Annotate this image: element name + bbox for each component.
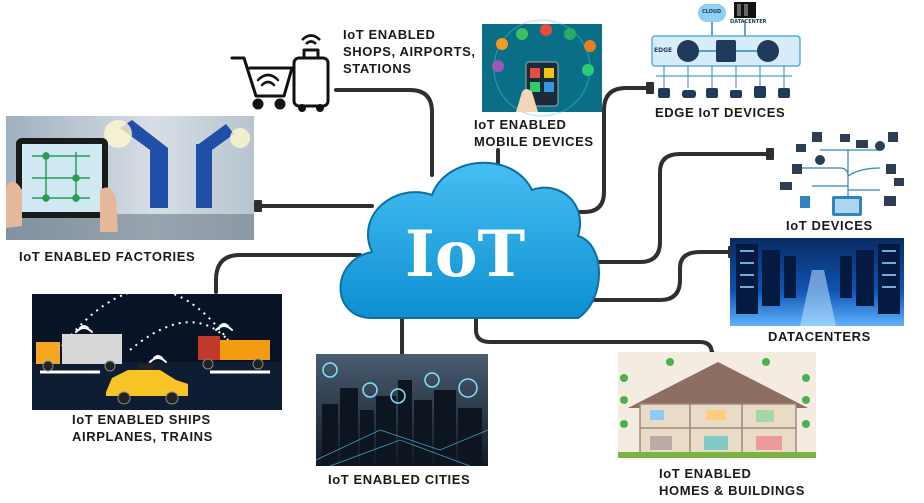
label-shops-line3: STATIONS: [343, 61, 412, 76]
label-mobile-line2: MOBILE DEVICES: [474, 134, 594, 149]
homes-image: [618, 352, 816, 458]
connector-shops: [334, 88, 434, 177]
edge-devices-image: [651, 2, 801, 98]
label-cities: IoT ENABLED CITIES: [328, 472, 471, 487]
connector-iot-devices: [578, 152, 770, 264]
label-mobile: IoT ENABLED MOBILE DEVICES: [474, 116, 594, 150]
label-ships: IoT ENABLED SHIPS AIRPLANES, TRAINS: [72, 411, 213, 445]
suitcase-icon: [292, 34, 330, 112]
label-ships-line2: AIRPLANES, TRAINS: [72, 429, 213, 444]
mobile-devices-image: [482, 19, 602, 117]
connector-lines: [214, 86, 770, 357]
label-edge: EDGE IoT DEVICES: [655, 105, 786, 120]
connector-datacenters: [582, 250, 734, 302]
label-ships-line1: IoT ENABLED SHIPS: [72, 412, 211, 427]
transport-image: [32, 288, 282, 410]
label-iot-devices: IoT DEVICES: [786, 218, 873, 233]
edge-cloud-tag: CLOUD: [702, 9, 722, 15]
connector-homes: [474, 316, 714, 356]
edge-tag: EDGE: [654, 47, 673, 54]
city-image: [315, 354, 489, 467]
label-mobile-line1: IoT ENABLED: [474, 117, 567, 132]
label-homes-line2: HOMES & BUILDINGS: [659, 483, 805, 498]
label-homes-line1: IoT ENABLED: [659, 466, 752, 481]
datacenter-image: [730, 238, 904, 326]
label-factories: IoT ENABLED FACTORIES: [19, 249, 196, 264]
label-datacenters: DATACENTERS: [768, 329, 871, 344]
label-shops-line1: IoT ENABLED: [343, 27, 436, 42]
label-shops-line2: SHOPS, AIRPORTS,: [343, 44, 476, 59]
hub-label: IoT: [404, 217, 526, 292]
connector-ships: [214, 253, 362, 294]
factory-image: [6, 116, 254, 240]
label-homes: IoT ENABLED HOMES & BUILDINGS: [659, 465, 805, 499]
edge-datacenter-tag: DATACENTER: [730, 19, 767, 25]
iot-devices-image: [780, 132, 904, 216]
cart-icon: [230, 56, 294, 110]
connector-edge: [532, 86, 652, 214]
cloud-shape: [339, 161, 600, 319]
label-shops: IoT ENABLED SHOPS, AIRPORTS, STATIONS: [343, 26, 476, 77]
